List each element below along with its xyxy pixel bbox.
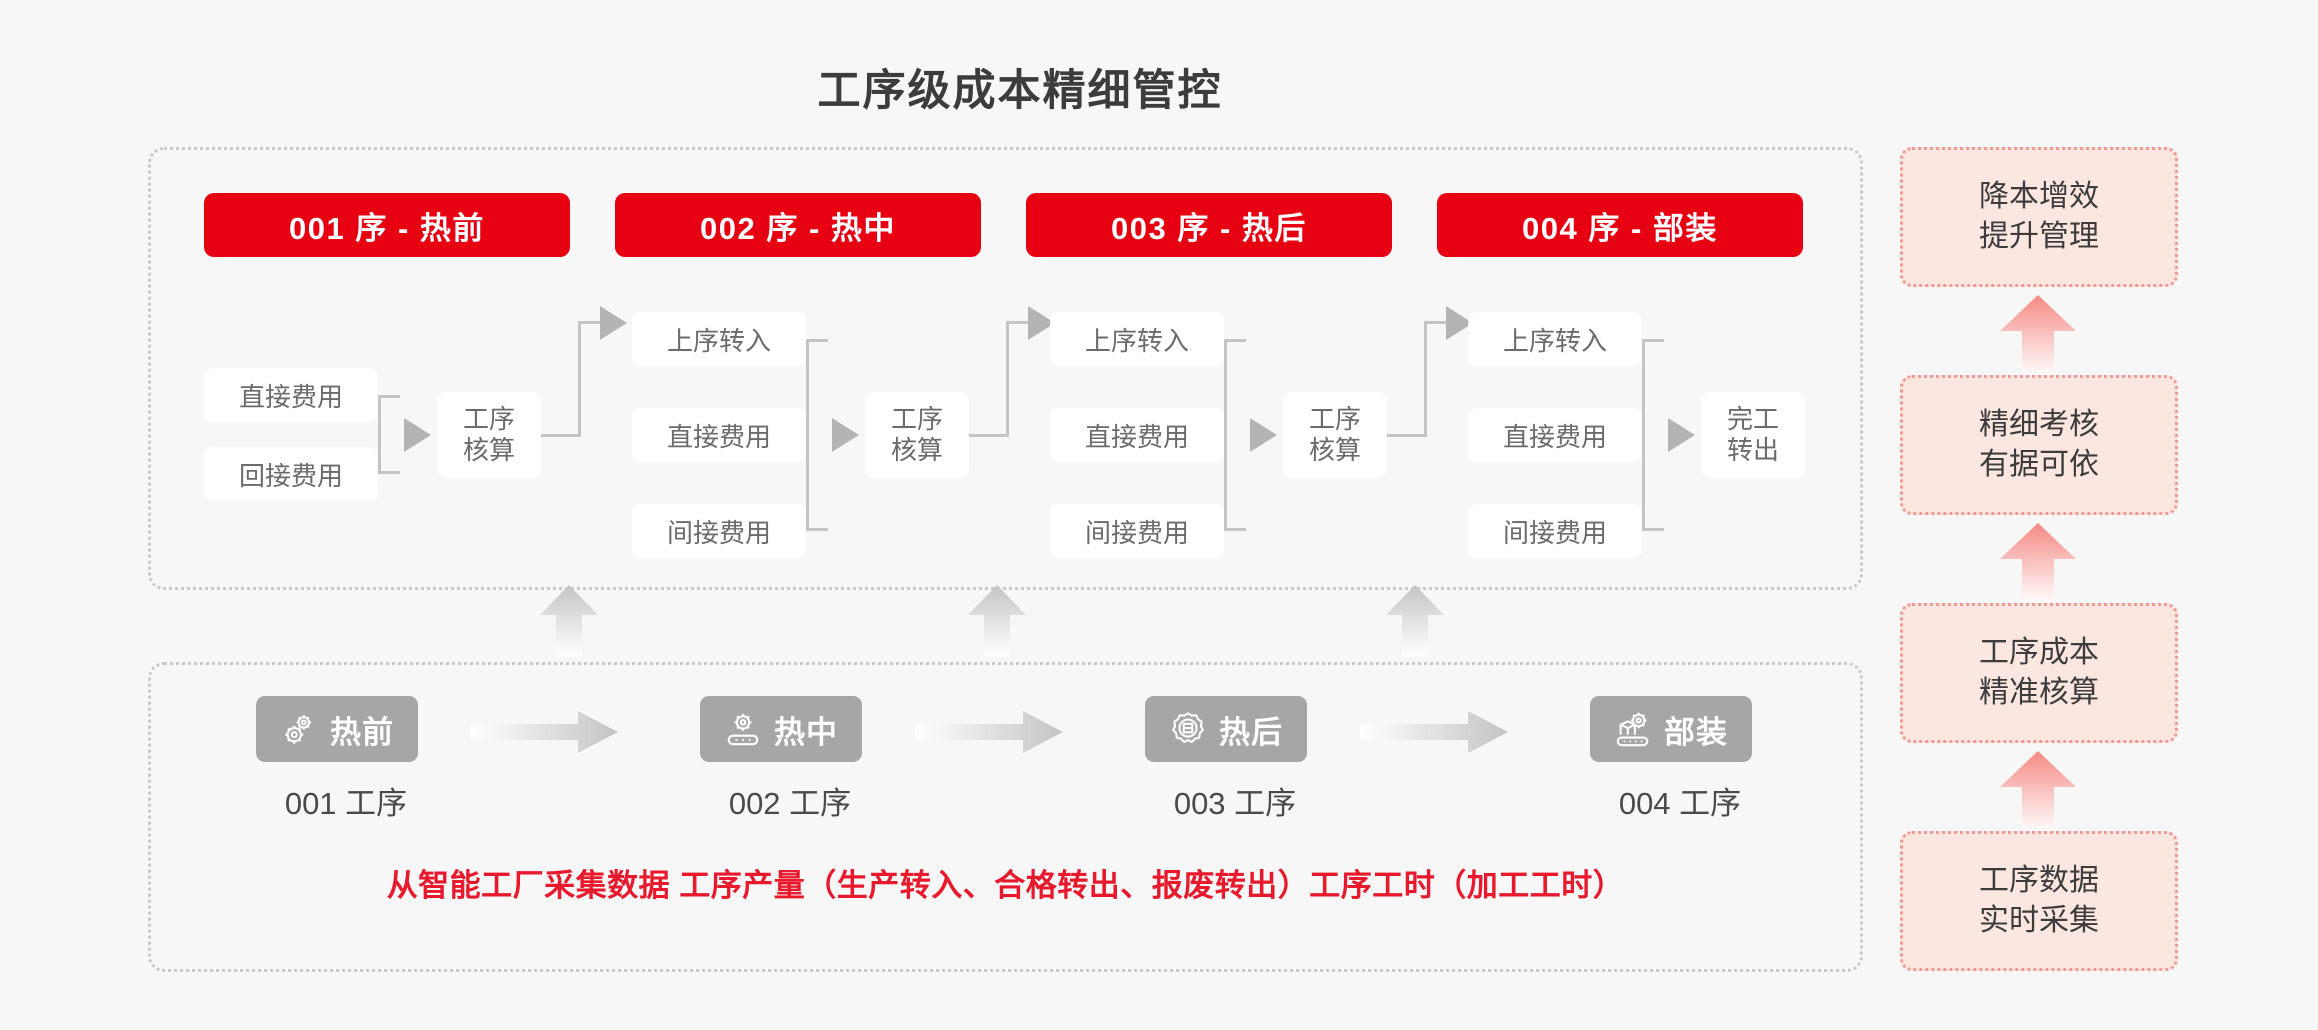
arrow-to-transferin-3 (1028, 306, 1055, 340)
link-1-2-v (578, 321, 581, 437)
cost-input-direct-4: 直接费用 (1469, 409, 1641, 461)
finish-transfer-box: 完工 转出 (1701, 392, 1805, 478)
cost-input-transferin-3: 上序转入 (1051, 313, 1223, 365)
arrow-to-calc-1 (404, 418, 431, 452)
calc-box-1: 工序 核算 (437, 392, 541, 478)
process-chip-003[interactable]: 热后 (1145, 696, 1307, 762)
box-gear-conveyor-icon (1616, 712, 1649, 747)
link-1-2-h (541, 434, 581, 437)
arrow-to-finish (1668, 418, 1695, 452)
bracket-connector-3 (1224, 339, 1246, 531)
link-2-3-h2 (1006, 321, 1032, 324)
stage-header-004[interactable]: 004 序 - 部装 (1437, 193, 1803, 257)
pink-up-arrow-3 (2000, 295, 2076, 377)
flow-arrow-3-4 (1360, 711, 1508, 753)
stage-header-002[interactable]: 002 序 - 热中 (615, 193, 981, 257)
stage-header-001[interactable]: 001 序 - 热前 (204, 193, 570, 257)
arrow-to-calc-3 (1250, 418, 1277, 452)
outcome-card-cost-reduction: 降本增效 提升管理 (1900, 147, 2178, 287)
cost-input-return-1: 回接费用 (205, 448, 377, 500)
outcome-card-data-collection: 工序数据 实时采集 (1900, 831, 2178, 971)
up-arrow-stage-1 (540, 585, 598, 657)
cost-input-indirect-3: 间接费用 (1051, 505, 1223, 557)
cost-input-transferin-4: 上序转入 (1469, 313, 1641, 365)
cost-input-direct-2: 直接费用 (633, 409, 805, 461)
bracket-connector-2 (806, 339, 828, 531)
arrow-to-transferin-4 (1446, 306, 1473, 340)
chip-label-001: 热前 (330, 714, 394, 750)
cost-accounting-panel (148, 147, 1863, 590)
chip-label-004: 部装 (1664, 714, 1728, 750)
data-collection-note: 从智能工厂采集数据 工序产量（生产转入、合格转出、报废转出）工序工时（加工工时） (386, 868, 1625, 903)
arrow-to-transferin-2 (600, 306, 627, 340)
pink-up-arrow-2 (2000, 523, 2076, 605)
bracket-connector-1 (378, 395, 400, 474)
link-3-4-v (1424, 321, 1427, 437)
outcome-card-cost-accounting: 工序成本 精准核算 (1900, 603, 2178, 743)
cost-input-direct-3: 直接费用 (1051, 409, 1223, 461)
process-sequence-panel (148, 662, 1863, 972)
bracket-connector-4 (1642, 339, 1664, 531)
link-3-4-h (1387, 434, 1427, 437)
pink-up-arrow-1 (2000, 751, 2076, 833)
flow-arrow-1-2 (470, 711, 618, 753)
up-arrow-stage-3 (1386, 585, 1444, 657)
gear-conveyor-icon (727, 713, 759, 746)
outcome-card-assessment: 精细考核 有据可依 (1900, 375, 2178, 515)
process-chip-004[interactable]: 部装 (1590, 696, 1752, 762)
gears-icon (285, 715, 311, 744)
chip-label-003: 热后 (1219, 714, 1283, 750)
chip-caption-002: 002 工序 (728, 786, 852, 821)
chip-caption-004: 004 工序 (1618, 786, 1742, 821)
calc-box-3: 工序 核算 (1283, 392, 1387, 478)
page-title: 工序级成本精细管控 (817, 67, 1223, 115)
cost-input-direct-1: 直接费用 (205, 369, 377, 421)
link-2-3-h (969, 434, 1009, 437)
cost-input-transferin-2: 上序转入 (633, 313, 805, 365)
arrow-to-calc-2 (832, 418, 859, 452)
process-chip-002[interactable]: 热中 (700, 696, 862, 762)
cost-input-indirect-4: 间接费用 (1469, 505, 1641, 557)
calc-box-2: 工序 核算 (865, 392, 969, 478)
link-1-2-h2 (578, 321, 604, 324)
up-arrow-stage-2 (968, 585, 1026, 657)
cost-input-indirect-2: 间接费用 (633, 505, 805, 557)
link-3-4-h2 (1424, 321, 1450, 324)
process-chip-001[interactable]: 热前 (256, 696, 418, 762)
stage-header-003[interactable]: 003 序 - 热后 (1026, 193, 1392, 257)
chip-caption-001: 001 工序 (284, 786, 408, 821)
chip-label-002: 热中 (774, 714, 838, 750)
chip-caption-003: 003 工序 (1173, 786, 1297, 821)
gear-box-icon (1172, 712, 1204, 743)
flow-arrow-2-3 (915, 711, 1063, 753)
link-2-3-v (1006, 321, 1009, 437)
